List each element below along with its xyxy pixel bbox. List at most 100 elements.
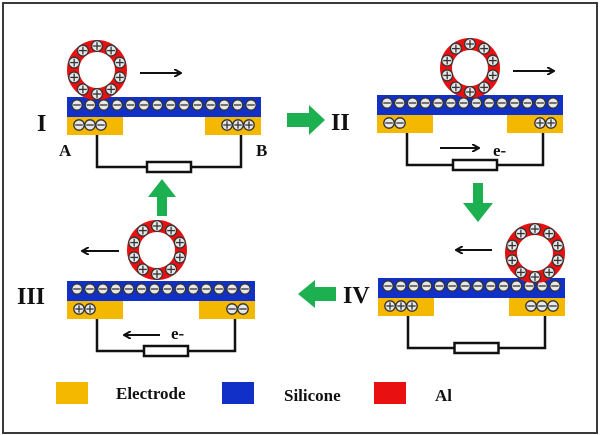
- silicone-charge: [446, 280, 459, 292]
- electron-label-ii: e-: [493, 141, 507, 160]
- silicone-charge: [84, 283, 96, 295]
- ring-charge: [463, 37, 477, 51]
- ring-charge: [449, 81, 462, 94]
- ring-charge: [486, 54, 499, 67]
- electrode-charge: [383, 117, 395, 129]
- silicone-charge: [161, 283, 174, 295]
- ring-charge: [514, 227, 527, 240]
- ring-charge: [90, 87, 104, 101]
- panels-layer: [67, 37, 565, 358]
- silicone-charge: [406, 97, 419, 109]
- silicone-charge: [174, 283, 187, 295]
- silicone-charge: [84, 99, 97, 111]
- panel-ii: [377, 37, 563, 172]
- electrode-charge: [536, 300, 548, 312]
- al-ring: [127, 219, 187, 281]
- silicone-charge: [483, 97, 496, 109]
- ring-charge: [478, 42, 491, 55]
- ring-charge: [105, 44, 118, 57]
- ring-charge: [113, 56, 126, 69]
- silicone-charge: [484, 280, 497, 292]
- legend-label-al: Al: [435, 386, 452, 405]
- ring-charge: [441, 54, 454, 67]
- silicone-charge: [444, 97, 457, 109]
- legend-swatch-silicone: [222, 382, 254, 404]
- ring-charge: [528, 270, 542, 284]
- ring-charge: [486, 69, 499, 82]
- ring-charge: [150, 219, 164, 233]
- resistor: [451, 158, 499, 172]
- ring-charge: [76, 44, 89, 57]
- silicone-layer: [67, 97, 261, 117]
- al-ring: [440, 37, 500, 99]
- electrode-charge: [84, 119, 96, 131]
- silicone-charge: [393, 97, 406, 109]
- electrode-charge: [237, 303, 249, 315]
- panel-label-i: I: [37, 111, 46, 137]
- ring-charge: [165, 263, 178, 276]
- silicone-charge: [213, 283, 226, 295]
- ring-charge: [543, 266, 556, 279]
- ring-charge: [463, 85, 477, 99]
- silicone-charge: [164, 99, 177, 111]
- silicone-charge: [521, 97, 534, 109]
- silicone-charge: [534, 97, 547, 109]
- electrode-charge: [243, 119, 255, 131]
- silicone-charge: [239, 283, 251, 295]
- wire-right: [188, 319, 237, 353]
- legend-swatch-electrode: [56, 382, 88, 404]
- cycle-arrow-left-icon: [298, 280, 336, 308]
- al-ring: [505, 222, 565, 284]
- silicone-charge: [508, 97, 521, 109]
- wire-left: [405, 133, 453, 167]
- silicone-charge: [151, 99, 164, 111]
- electrode-charge: [525, 300, 537, 312]
- wire-right: [497, 133, 545, 167]
- ring-charge: [113, 71, 126, 84]
- ring-charge: [449, 42, 462, 55]
- ring-charge: [165, 224, 178, 237]
- electrode-charge: [534, 117, 546, 129]
- electrode-charge: [73, 119, 85, 131]
- silicone-charge: [71, 99, 83, 111]
- electrode-charge: [221, 119, 233, 131]
- silicone-charge: [432, 97, 444, 109]
- ring-charge: [528, 222, 542, 236]
- electrode-charge: [95, 119, 107, 131]
- wire-left: [95, 319, 144, 353]
- silicone-charge: [407, 280, 420, 292]
- electrode-charge: [232, 119, 244, 131]
- silicone-charge: [71, 283, 83, 295]
- ring-charge: [506, 254, 519, 267]
- silicone-charge: [472, 280, 484, 292]
- silicone-charge: [124, 99, 137, 111]
- ring-charge: [68, 71, 81, 84]
- ring-charge: [543, 227, 556, 240]
- silicone-charge: [231, 99, 244, 111]
- silicone-charge: [496, 97, 508, 109]
- silicone-charge: [96, 283, 109, 295]
- cycle-arrow-down-icon: [463, 183, 493, 222]
- resistor: [453, 341, 500, 355]
- electrode-charge: [384, 300, 396, 312]
- electrode-charge: [394, 117, 406, 129]
- wire-left: [95, 135, 147, 169]
- ring-charge: [441, 69, 454, 82]
- silicone-charge: [135, 283, 148, 295]
- ring-charge: [76, 83, 89, 96]
- silicone-charge: [419, 97, 432, 109]
- silicone-charge: [381, 97, 393, 109]
- silicone-charge: [226, 283, 238, 295]
- cycle-arrow-right-icon: [287, 105, 325, 135]
- electrode-charge: [545, 117, 557, 129]
- panel-label-ii: II: [331, 110, 350, 136]
- wire-right: [498, 316, 547, 350]
- resistor: [142, 344, 190, 358]
- wire-right: [191, 135, 243, 169]
- panel-i: [67, 39, 261, 174]
- ring-charge: [90, 39, 104, 53]
- electrode-charge: [84, 303, 96, 315]
- electrode-charge: [226, 303, 238, 315]
- silicone-charge: [382, 280, 394, 292]
